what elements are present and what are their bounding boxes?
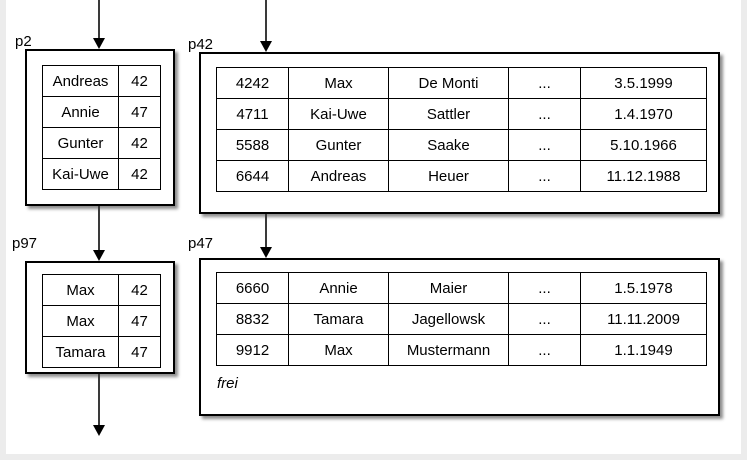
- cell-id: 5588: [216, 129, 289, 161]
- cell-last: Jagellowsk: [388, 303, 509, 335]
- arrow-head: [93, 250, 105, 261]
- table-row: 5588 Gunter Saake ... 5.10.1966: [216, 129, 707, 161]
- cell-first: Max: [288, 67, 389, 99]
- arrow-into-p42: [260, 0, 272, 52]
- cell-ellipsis: ...: [508, 67, 581, 99]
- page-label-p42: p42: [188, 36, 214, 53]
- cell-value: 42: [118, 274, 161, 306]
- cell-last: Saake: [388, 129, 509, 161]
- right-margin-strip: [741, 0, 747, 460]
- cell-last: Maier: [388, 272, 509, 304]
- cell-value: 47: [118, 96, 161, 128]
- arrow-p2-to-p97: [93, 206, 105, 261]
- cell-last: Sattler: [388, 98, 509, 130]
- cell-date: 5.10.1966: [580, 129, 707, 161]
- cell-ellipsis: ...: [508, 98, 581, 130]
- cell-date: 1.1.1949: [580, 334, 707, 366]
- left-margin-strip: [0, 0, 6, 460]
- record-table-p42: 4242 Max De Monti ... 3.5.1999 4711 Kai-…: [216, 67, 707, 192]
- cell-value: 42: [118, 158, 161, 190]
- page-box-p97: Max 42 Max 47 Tamara 47: [25, 261, 175, 374]
- cell-key: Max: [42, 305, 119, 337]
- arrow-head: [260, 41, 272, 52]
- cell-first: Gunter: [288, 129, 389, 161]
- cell-value: 42: [118, 65, 161, 97]
- cell-ellipsis: ...: [508, 303, 581, 335]
- cell-date: 11.11.2009: [580, 303, 707, 335]
- cell-id: 9912: [216, 334, 289, 366]
- cell-last: Mustermann: [388, 334, 509, 366]
- cell-key: Kai-Uwe: [42, 158, 119, 190]
- record-table-p97: Max 42 Max 47 Tamara 47: [42, 274, 161, 368]
- table-row: 6644 Andreas Heuer ... 11.12.1988: [216, 160, 707, 192]
- arrow-head: [93, 38, 105, 49]
- cell-first: Kai-Uwe: [288, 98, 389, 130]
- cell-key: Tamara: [42, 336, 119, 368]
- arrow-out-of-p97: [93, 374, 105, 436]
- table-row: Annie 47: [42, 96, 161, 128]
- cell-first: Andreas: [288, 160, 389, 192]
- page-label-p97: p97: [12, 235, 38, 252]
- table-row: 4711 Kai-Uwe Sattler ... 1.4.1970: [216, 98, 707, 130]
- page-box-p47: 6660 Annie Maier ... 1.5.1978 8832 Tamar…: [199, 258, 720, 416]
- arrow-head: [93, 425, 105, 436]
- table-row: 8832 Tamara Jagellowsk ... 11.11.2009: [216, 303, 707, 335]
- cell-id: 8832: [216, 303, 289, 335]
- cell-last: Heuer: [388, 160, 509, 192]
- record-table-p47: 6660 Annie Maier ... 1.5.1978 8832 Tamar…: [216, 272, 707, 366]
- table-row: Gunter 42: [42, 127, 161, 159]
- cell-ellipsis: ...: [508, 334, 581, 366]
- cell-id: 6660: [216, 272, 289, 304]
- cell-ellipsis: ...: [508, 129, 581, 161]
- arrow-shaft: [98, 206, 100, 250]
- cell-date: 3.5.1999: [580, 67, 707, 99]
- cell-key: Max: [42, 274, 119, 306]
- cell-date: 11.12.1988: [580, 160, 707, 192]
- cell-value: 47: [118, 336, 161, 368]
- cell-value: 47: [118, 305, 161, 337]
- arrow-shaft: [98, 374, 100, 425]
- arrow-shaft: [265, 214, 267, 247]
- table-row: Kai-Uwe 42: [42, 158, 161, 190]
- table-row: Andreas 42: [42, 65, 161, 97]
- cell-date: 1.4.1970: [580, 98, 707, 130]
- cell-ellipsis: ...: [508, 160, 581, 192]
- bottom-margin-strip: [0, 454, 747, 460]
- arrow-shaft: [265, 0, 267, 41]
- arrow-head: [260, 247, 272, 258]
- cell-id: 6644: [216, 160, 289, 192]
- table-row: 6660 Annie Maier ... 1.5.1978: [216, 272, 707, 304]
- arrow-shaft: [98, 0, 100, 38]
- cell-id: 4242: [216, 67, 289, 99]
- page-box-p2: Andreas 42 Annie 47 Gunter 42 Kai-Uwe 42: [25, 49, 175, 206]
- cell-first: Annie: [288, 272, 389, 304]
- table-row: 4242 Max De Monti ... 3.5.1999: [216, 67, 707, 99]
- table-row: Max 47: [42, 305, 161, 337]
- table-row: Max 42: [42, 274, 161, 306]
- table-row: 9912 Max Mustermann ... 1.1.1949: [216, 334, 707, 366]
- arrow-into-p2: [93, 0, 105, 49]
- page-box-p42: 4242 Max De Monti ... 3.5.1999 4711 Kai-…: [199, 52, 720, 214]
- cell-key: Andreas: [42, 65, 119, 97]
- cell-date: 1.5.1978: [580, 272, 707, 304]
- record-table-p2: Andreas 42 Annie 47 Gunter 42 Kai-Uwe 42: [42, 65, 161, 190]
- cell-ellipsis: ...: [508, 272, 581, 304]
- page-label-p47: p47: [188, 235, 214, 252]
- cell-last: De Monti: [388, 67, 509, 99]
- cell-first: Tamara: [288, 303, 389, 335]
- table-row: Tamara 47: [42, 336, 161, 368]
- cell-key: Annie: [42, 96, 119, 128]
- free-space-label: frei: [217, 375, 238, 392]
- cell-value: 42: [118, 127, 161, 159]
- cell-key: Gunter: [42, 127, 119, 159]
- cell-id: 4711: [216, 98, 289, 130]
- page-label-p2: p2: [15, 33, 32, 50]
- cell-first: Max: [288, 334, 389, 366]
- arrow-p42-to-p47: [260, 214, 272, 258]
